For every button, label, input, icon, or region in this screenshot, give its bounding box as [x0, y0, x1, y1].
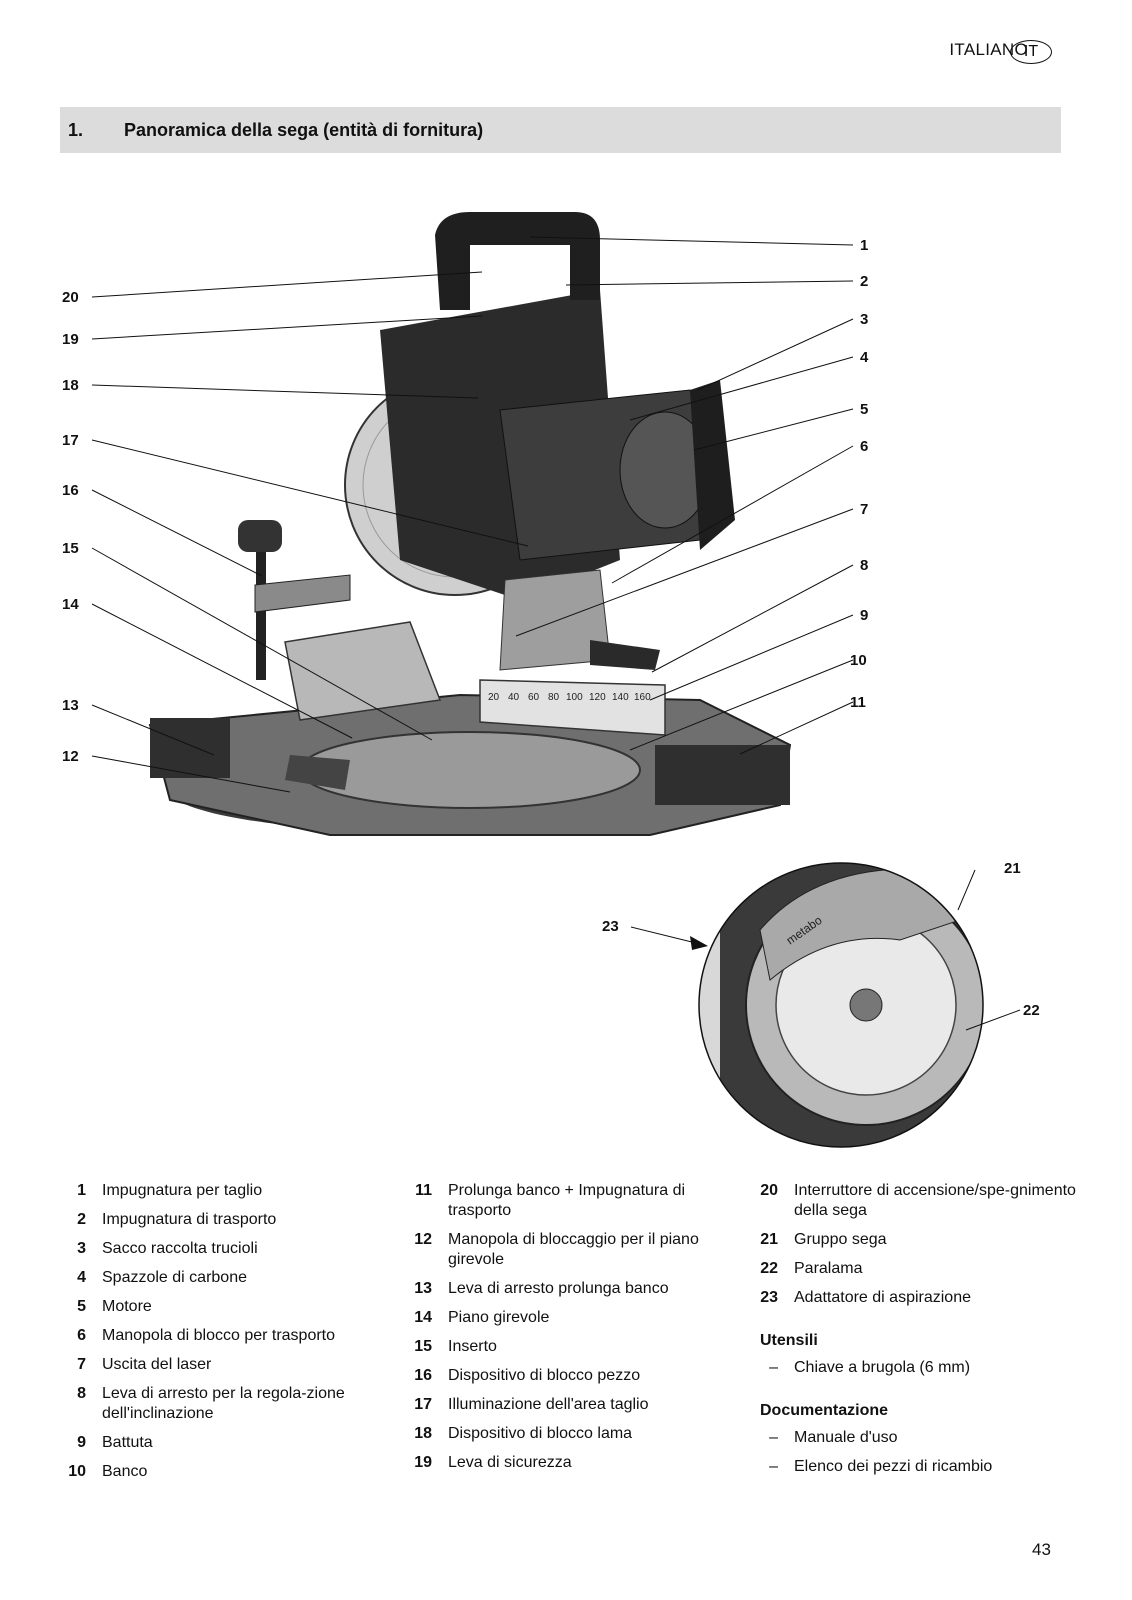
right-fence	[479, 679, 666, 736]
callout-20: 20	[62, 289, 79, 306]
svg-text:140: 140	[612, 692, 629, 703]
left-fence	[284, 621, 442, 721]
callout-10: 10	[850, 652, 867, 669]
callout-17: 17	[62, 432, 79, 449]
saw-handle	[435, 212, 600, 310]
miter-saw-illustration: 20 40 60 80 100 120 140 160	[91, 212, 1021, 1148]
svg-text:100: 100	[566, 692, 583, 703]
dust-bag	[690, 380, 735, 550]
callout-19: 19	[62, 331, 79, 348]
leader-lines	[91, 236, 854, 793]
callout-18: 18	[62, 377, 79, 394]
section-number: 1.	[68, 119, 84, 140]
callout-16: 16	[62, 482, 79, 499]
callout-23: 23	[602, 918, 619, 935]
callout-14: 14	[62, 596, 79, 613]
callout-8: 8	[860, 557, 869, 574]
callout-1: 1	[860, 237, 869, 254]
turntable-knob	[285, 755, 350, 790]
svg-text:80: 80	[548, 692, 560, 703]
callout-9: 9	[860, 607, 869, 624]
svg-text:60: 60	[528, 692, 540, 703]
bevel-lever	[590, 640, 660, 670]
turntable	[299, 731, 641, 809]
svg-text:120: 120	[589, 692, 606, 703]
callout-13: 13	[62, 697, 79, 714]
callout-6: 6	[860, 438, 869, 455]
list-item: –Elenco dei pezzi di ricambio	[769, 1458, 993, 1475]
callout-5: 5	[860, 401, 869, 418]
section-header: 1. Panoramica della sega (entità di forn…	[60, 107, 1061, 153]
callout-15: 15	[62, 540, 79, 557]
language-label: ITALIANO	[949, 40, 1028, 59]
callout-22: 22	[1023, 1002, 1040, 1019]
clamp-arm	[254, 574, 351, 613]
list-item: –Manuale d'uso	[769, 1429, 898, 1446]
callout-3: 3	[860, 311, 869, 328]
svg-text:40: 40	[508, 692, 520, 703]
svg-text:160: 160	[634, 692, 651, 703]
detail-view: metabo	[630, 862, 1021, 1148]
svg-text:20: 20	[488, 692, 500, 703]
section-title: Panoramica della sega (entità di fornitu…	[124, 119, 484, 140]
callout-21: 21	[1004, 860, 1021, 877]
callout-11: 11	[850, 694, 866, 711]
callout-2: 2	[860, 273, 869, 290]
callout-7: 7	[860, 501, 869, 518]
page-number: 43	[1032, 1540, 1051, 1559]
scale-labels: 20 40 60 80 100 120 140 160	[488, 692, 651, 703]
documentation-heading: Documentazione	[760, 1402, 889, 1419]
left-extension	[150, 718, 230, 778]
callout-4: 4	[860, 349, 869, 366]
callout-12: 12	[62, 748, 79, 765]
list-item: –Chiave a brugola (6 mm)	[769, 1359, 971, 1376]
right-extension	[655, 745, 790, 805]
tools-heading: Utensili	[760, 1332, 818, 1349]
clamp-knob	[238, 520, 282, 552]
language-code-badge: IT	[1010, 40, 1052, 64]
